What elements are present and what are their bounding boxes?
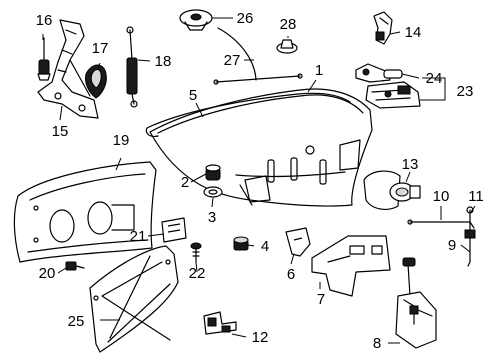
trim-panel [13,161,157,263]
bracket-21 [161,217,187,243]
bumper-26 [179,9,213,31]
callout-5: 5 [189,87,197,104]
callout-23: 23 [457,83,474,100]
hinge [37,19,99,119]
callout-11: 11 [468,188,484,205]
clip-12 [203,311,237,335]
callout-10: 10 [433,188,450,205]
trim-cover [311,235,391,297]
hinge-bolt-16 [37,37,51,81]
callout-1: 1 [315,62,323,79]
callout-18: 18 [155,53,172,70]
callout-16: 16 [36,12,53,29]
screw-22 [190,242,202,263]
rod-clip-11 [464,206,476,267]
support-rod-cable [217,27,257,81]
callout-26: 26 [237,10,254,27]
striker [285,227,311,257]
callout-labels: 1 2 3 4 5 6 7 8 9 10 11 12 13 14 15 16 1… [36,10,484,352]
actuator-rod [409,221,475,229]
callout-27: 27 [224,52,241,69]
callout-4: 4 [261,238,269,255]
grommet-3 [203,186,223,198]
callout-19: 19 [113,132,130,149]
callout-9: 9 [448,237,456,254]
callout-3: 3 [208,209,216,226]
leader-lines [42,17,476,344]
callout-28: 28 [280,16,297,33]
callout-22: 22 [189,265,206,282]
callout-13: 13 [402,156,419,173]
callout-21: 21 [130,228,147,245]
lock-actuator [395,257,437,349]
weatherstrip [145,92,351,137]
support-rod [215,75,301,83]
callout-8: 8 [373,335,381,352]
callout-12: 12 [252,329,269,346]
lock-cylinder [363,170,421,210]
callout-25: 25 [68,313,85,330]
bumper-28 [276,39,298,54]
callout-7: 7 [317,291,325,308]
callout-6: 6 [287,266,295,283]
callout-15: 15 [52,123,69,140]
bolt-20 [65,261,85,271]
callout-14: 14 [405,24,422,41]
bumper-4 [233,236,249,251]
panel-25 [89,245,179,353]
gas-strut [126,26,138,108]
latch-release-24 [355,63,403,83]
callout-17: 17 [92,40,109,57]
callout-24: 24 [426,70,443,87]
grommet-2 [205,164,221,181]
callout-20: 20 [39,265,56,282]
trunk-latch [365,81,421,109]
callout-2: 2 [181,174,189,191]
lock-clip-14 [373,11,393,45]
